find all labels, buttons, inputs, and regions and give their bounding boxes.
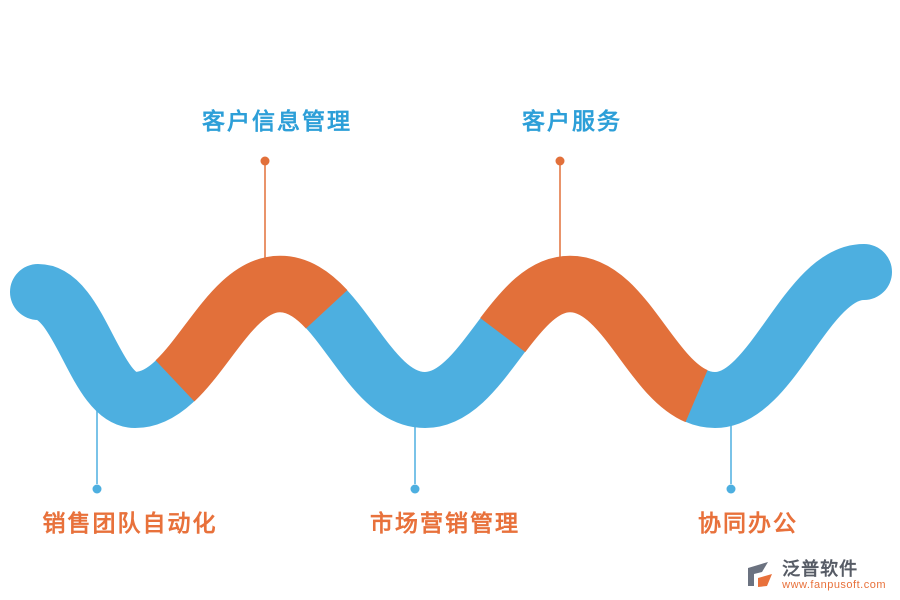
label-customer-service: 客户服务: [522, 108, 622, 134]
wave-ribbon-blue: [10, 244, 892, 429]
label-customer-info-management: 客户信息管理: [202, 108, 352, 134]
label-collaborative-office: 协同办公: [698, 510, 798, 536]
callout-dot-collaboration: [726, 484, 736, 494]
brand-watermark: 泛普软件 www.fanpusoft.com: [744, 559, 886, 592]
callout-dot-marketing: [410, 484, 420, 494]
fanpu-logo-icon: [748, 562, 773, 588]
label-sales-team-automation: 销售团队自动化: [42, 510, 218, 536]
callout-dot-customer-service: [555, 156, 565, 166]
callout-dot-customer-info: [260, 156, 270, 166]
label-marketing-management: 市场营销管理: [370, 510, 520, 536]
callout-dot-sales-automation: [92, 484, 102, 494]
brand-site-url: www.fanpusoft.com: [782, 579, 886, 592]
brand-name: 泛普软件: [782, 558, 859, 579]
